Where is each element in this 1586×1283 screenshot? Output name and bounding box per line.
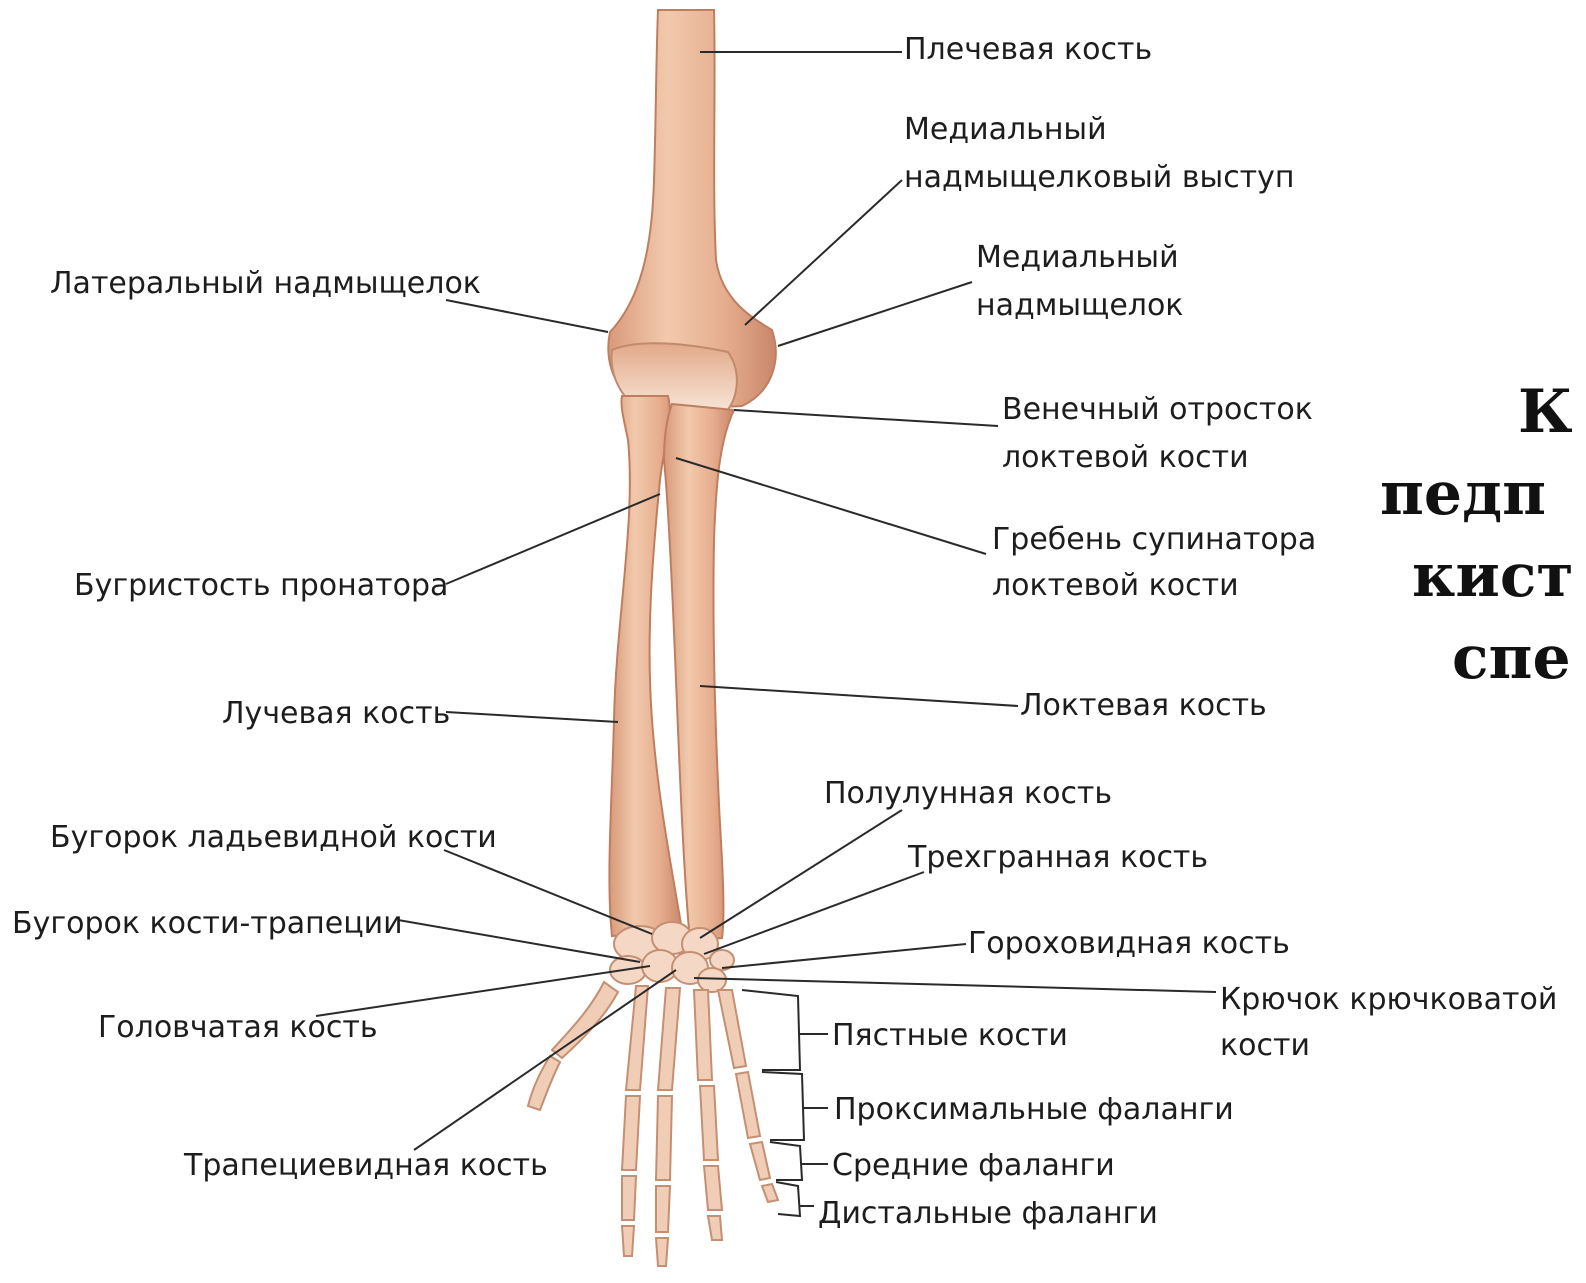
label-middle-phalanges: Средние фаланги	[832, 1142, 1115, 1190]
label-medial-epicondyle-line2: надмыщелок	[976, 282, 1183, 330]
label-hamate-hook-line2: кости	[1220, 1022, 1310, 1070]
side-title-line4: спе	[1452, 622, 1571, 694]
label-radius: Лучевая кость	[222, 690, 450, 738]
label-distal-phalanges: Дистальные фаланги	[818, 1190, 1158, 1238]
ulna-bone	[664, 404, 734, 940]
label-lunate: Полулунная кость	[824, 770, 1112, 818]
label-coronoid-process-line1: Венечный отросток	[1002, 386, 1313, 434]
side-title-line3: кист	[1412, 540, 1574, 612]
label-medial-supracondylar-ridge-line1: Медиальный	[904, 106, 1107, 154]
label-trapezoid: Трапециевидная кость	[184, 1142, 548, 1190]
side-title-line1: К	[1518, 376, 1573, 448]
label-lateral-epicondyle: Латеральный надмыщелок	[50, 260, 481, 308]
label-medial-epicondyle-line1: Медиальный	[976, 234, 1179, 282]
label-coronoid-process-line2: локтевой кости	[1002, 434, 1249, 482]
label-trapezium-tubercle: Бугорок кости-трапеции	[12, 900, 403, 948]
label-hamate-hook-line1: Крючок крючковатой	[1220, 976, 1557, 1024]
leader-lines	[316, 52, 1216, 1216]
label-proximal-phalanges: Проксимальные фаланги	[834, 1086, 1234, 1134]
label-pisiform: Гороховидная кость	[968, 920, 1290, 968]
label-triquetrum: Трехгранная кость	[908, 834, 1208, 882]
hand-bones	[528, 982, 778, 1266]
label-scaphoid-tubercle: Бугорок ладьевидной кости	[50, 814, 497, 862]
label-metacarpals: Пястные кости	[832, 1012, 1068, 1060]
label-ulna: Локтевая кость	[1020, 682, 1267, 730]
side-title-line2: педп	[1380, 458, 1546, 530]
label-capitate: Головчатая кость	[98, 1004, 378, 1052]
label-supinator-crest-line1: Гребень супинатора	[992, 516, 1316, 564]
label-medial-supracondylar-ridge-line2: надмыщелковый выступ	[904, 154, 1295, 202]
label-humerus: Плечевая кость	[904, 26, 1152, 74]
label-pronator-tuberosity: Бугристость пронатора	[74, 562, 448, 610]
label-supinator-crest-line2: локтевой кости	[992, 562, 1239, 610]
